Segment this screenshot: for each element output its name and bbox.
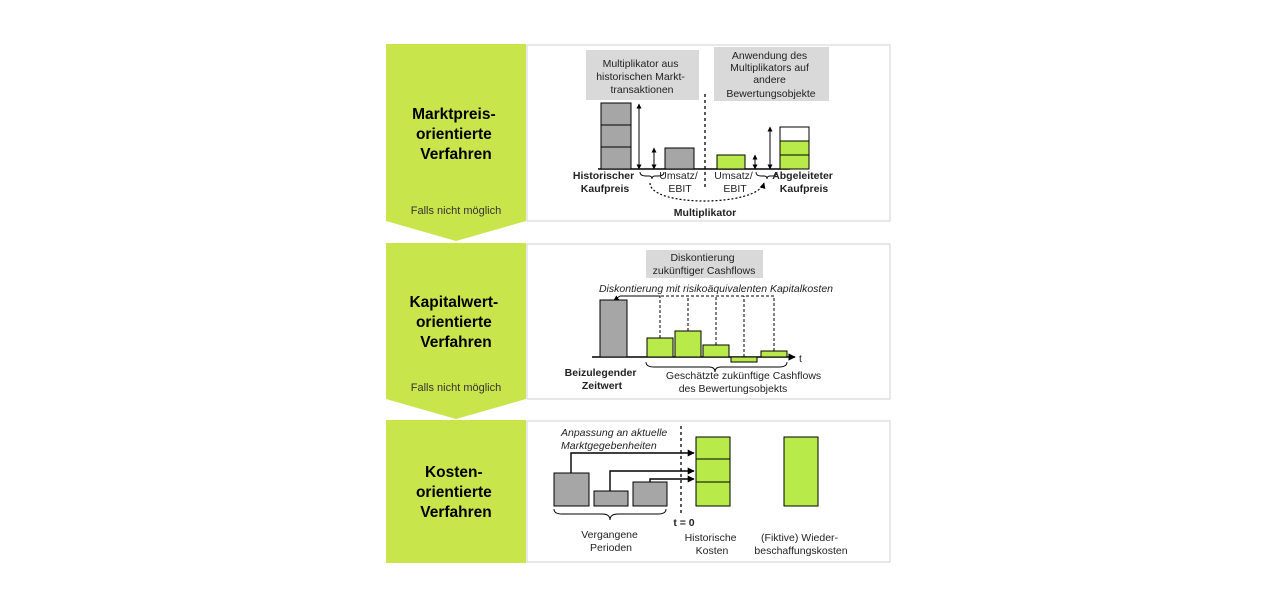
label-box-text: Diskontierung zukünftiger Cashflows — [653, 252, 756, 277]
cashflow-bar-2 — [674, 330, 702, 358]
discount-note: Diskontierung mit risikoäquivalenten Kap… — [599, 283, 833, 295]
label-replacement-cost: (Fiktive) Wieder- beschaffungskosten — [754, 532, 847, 557]
cashflow-bar-1 — [646, 337, 674, 358]
metric-bar-left — [664, 147, 695, 170]
discount-line-1 — [620, 295, 661, 338]
historic-cost-bar-3 — [695, 481, 731, 507]
label-box — [646, 250, 763, 278]
historic-price-bar-2 — [600, 124, 632, 148]
past-periods-brace — [553, 508, 667, 521]
label-box-right-text: Anwendung des Multiplikators auf andere … — [726, 50, 815, 100]
section-title: Kosten- orientierte Verfahren — [416, 464, 496, 521]
derived-price-bar-2 — [779, 140, 810, 156]
label-derived-price: Abgeleiteter Kaufpreis — [772, 170, 836, 195]
section-cost: Kosten- orientierte Verfahren Anpassung … — [386, 420, 891, 563]
label-historic-price: Historischer Kaufpreis — [573, 170, 637, 195]
label-box-left-text: Multiplikator aus historischen Markt- tr… — [596, 58, 688, 96]
left-banner-chevron — [386, 243, 526, 419]
historic-price-bar-3 — [600, 146, 632, 170]
derived-price-bar-3 — [779, 154, 810, 170]
axis-label-t: t — [799, 353, 802, 365]
fallback-note: Falls nicht möglich — [411, 382, 501, 394]
left-banner-chevron — [386, 44, 526, 241]
discount-lines — [620, 295, 775, 357]
derived-price-bar-1 — [779, 126, 810, 142]
cashflow-bar-5 — [760, 350, 788, 358]
section-capital-value: Kapitalwert- orientierte Verfahren Falls… — [386, 243, 891, 419]
cashflow-brace — [645, 361, 788, 373]
section-market-price: Marktpreis- orientierte Verfahren Falls … — [386, 44, 891, 241]
left-banner — [386, 420, 526, 563]
label-fair-value: Beizulegender Zeitwert — [565, 367, 640, 392]
brace-right — [755, 171, 778, 180]
adjust-arrow-1 — [570, 449, 695, 473]
cashflow-bar-3 — [702, 344, 730, 358]
discount-line-5 — [620, 295, 775, 351]
arrow-to-fair-value — [613, 295, 621, 301]
section-title: Kapitalwert- orientierte Verfahren — [409, 294, 502, 351]
label-cashflows: Geschätzte zukünftige Cashflows des Bewe… — [666, 370, 824, 395]
multiplier-arc-dotted — [649, 182, 766, 202]
label-multiplier: Multiplikator — [674, 207, 736, 219]
label-t0: t = 0 — [673, 517, 694, 529]
metric-bar-right — [716, 154, 746, 170]
adjust-note: Anpassung an aktuelle Marktgegebenheiten — [560, 427, 670, 452]
label-box-right — [714, 47, 829, 101]
historic-cost-bar-1 — [695, 436, 731, 460]
label-metric-left: Umsatz/ EBIT — [659, 170, 700, 195]
historic-price-bar-1 — [600, 102, 632, 126]
section-title: Marktpreis- orientierte Verfahren — [412, 106, 500, 163]
label-past-periods: Vergangene Perioden — [581, 529, 641, 554]
label-historic-cost: Historische Kosten — [685, 532, 740, 557]
past-period-bar-1 — [553, 472, 590, 507]
adjustment-arrows — [570, 449, 695, 491]
replacement-cost-bar — [783, 436, 819, 507]
adjust-arrow-3 — [649, 475, 695, 483]
historic-cost-bar-2 — [695, 458, 731, 483]
fair-value-bar — [599, 299, 628, 358]
past-period-bar-3 — [632, 481, 668, 507]
label-metric-right: Umsatz/ EBIT — [714, 170, 755, 195]
adjust-arrow-2 — [609, 467, 695, 491]
cashflow-bar-4 — [730, 356, 758, 363]
label-box-left — [586, 50, 699, 100]
brace-left — [639, 171, 665, 180]
past-period-bar-2 — [593, 490, 629, 507]
fallback-note: Falls nicht möglich — [411, 205, 501, 217]
